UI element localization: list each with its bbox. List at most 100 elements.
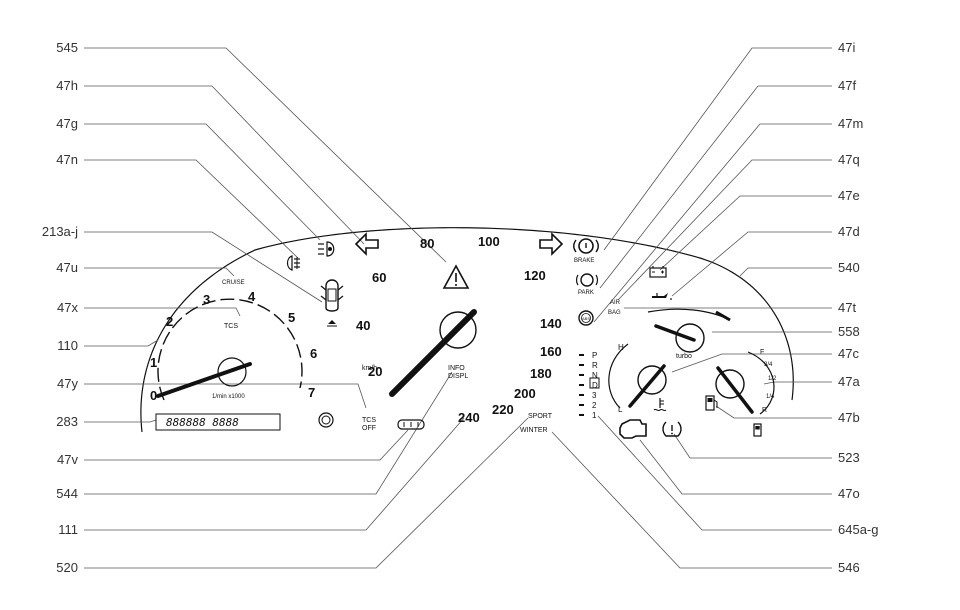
- oil-can-icon: [652, 293, 672, 300]
- callout-47d: 47d: [838, 224, 860, 239]
- callout-540: 540: [838, 260, 860, 275]
- fuel-34-label: 3/4: [764, 362, 773, 368]
- speedometer-tick-220: 220: [492, 402, 514, 417]
- speedometer-hub: [439, 311, 477, 349]
- speedometer-tick-80: 80: [420, 236, 434, 251]
- gear-letter-N: N: [592, 371, 598, 380]
- speedometer-tick-240: 240: [458, 410, 480, 425]
- trip-reset-knob: [318, 412, 334, 428]
- turbo-hub: [675, 323, 705, 353]
- brake-icon: [573, 238, 599, 254]
- speedometer-needle: [389, 309, 477, 397]
- cruise-label: CRUISE: [222, 280, 245, 286]
- callout-47o: 47o: [838, 486, 860, 501]
- callout-47v: 47v: [57, 452, 78, 467]
- temp-l-label: L: [618, 405, 623, 414]
- fuel-14-label: 1/4: [766, 394, 775, 400]
- callout-111: 111: [58, 522, 78, 537]
- callout-47g: 47g: [56, 116, 78, 131]
- speedometer-tick-40: 40: [356, 318, 370, 333]
- callout-523: 523: [838, 450, 860, 465]
- speedometer-tick-120: 120: [524, 268, 546, 283]
- callout-47q: 47q: [838, 152, 860, 167]
- gear-letter-1: 1: [592, 411, 597, 420]
- callout-47a: 47a: [838, 374, 860, 389]
- brake-label: BRAKE: [574, 258, 594, 264]
- callout-520: 520: [56, 560, 78, 575]
- check-engine-icon: [619, 419, 647, 439]
- gear-letter-P: P: [592, 351, 597, 360]
- odometer-digits: 888888 8888: [166, 416, 239, 429]
- rear-fog-icon: [286, 255, 300, 271]
- callout-546: 546: [838, 560, 860, 575]
- tachometer-tick-0: 0: [150, 388, 157, 403]
- fuel-gauge: F 3/4 1/2 1/4 R: [715, 349, 777, 415]
- callout-558: 558: [838, 324, 860, 339]
- sport-label: SPORT: [528, 413, 553, 420]
- gear-letter-R: R: [592, 361, 598, 370]
- trip-reset-knob-inner: [321, 415, 331, 425]
- speedometer-tick-200: 200: [514, 386, 536, 401]
- fuel-r-label: R: [762, 407, 767, 414]
- fuel-pump-icon-small: [753, 423, 762, 437]
- airbag-label-1: AIR: [610, 300, 621, 306]
- fuel-arc: [747, 351, 775, 415]
- callouts-right-group: 47i 47f 47m 47q 47e 47d 540 47t 558 47c …: [838, 40, 878, 575]
- cluster-outline: [140, 227, 794, 433]
- tachometer-arc: [157, 298, 303, 401]
- callout-47c: 47c: [838, 346, 859, 361]
- warning-triangle-icon: [442, 264, 470, 289]
- car-doors-icon: [320, 279, 344, 327]
- tachometer-tick-5: 5: [288, 310, 295, 325]
- park-label: PARK: [578, 290, 594, 296]
- tachometer-unit: 1/min x1000: [212, 394, 245, 400]
- gear-d-box: [589, 377, 600, 389]
- winter-label: WINTER: [520, 427, 548, 434]
- coolant-icon: [653, 398, 667, 412]
- tachometer-tick-3: 3: [203, 292, 210, 307]
- tachometer-needle: [156, 362, 252, 398]
- temp-hub: [637, 365, 667, 395]
- fuel-pump-icon: [705, 395, 718, 411]
- callout-47y: 47y: [57, 376, 78, 391]
- speedometer-tick-100: 100: [478, 234, 500, 249]
- callouts-left-group: 545 47h 47g 47n 213a-j 47u 47x 110 47y 2…: [42, 40, 79, 575]
- tire-pressure-icon: [662, 421, 682, 437]
- svg-text:ABS: ABS: [582, 316, 590, 321]
- turn-left-icon: [354, 232, 379, 256]
- callout-645a-g: 645a-g: [838, 522, 878, 537]
- abs-icon: ABS: [578, 310, 594, 326]
- front-fog-icon: [318, 241, 335, 257]
- callout-47t: 47t: [838, 300, 856, 315]
- airbag-label-2: BAG: [608, 310, 621, 316]
- tachometer-tick-4: 4: [248, 289, 256, 304]
- turbo-gauge: [647, 308, 731, 353]
- speedometer-tick-60: 60: [372, 270, 386, 285]
- tcs-off-label-2: OFF: [362, 425, 376, 432]
- speedometer-tick-140: 140: [540, 316, 562, 331]
- temp-needle: [628, 364, 666, 408]
- info-display-label-2: DISPL: [448, 373, 468, 380]
- tachometer-hub: [217, 357, 247, 387]
- odometer-frame: [155, 413, 281, 431]
- gear-letter-2: 2: [592, 401, 597, 410]
- turbo-needle: [654, 324, 696, 342]
- glow-icon: [397, 419, 425, 430]
- speedometer-unit: km/h: [362, 365, 377, 372]
- callout-47i: 47i: [838, 40, 855, 55]
- leader-lines-left: [84, 47, 529, 569]
- turn-right-icon: [539, 232, 564, 256]
- temperature-gauge: H L: [608, 343, 667, 414]
- fuel-needle: [716, 366, 754, 414]
- temp-h-label: H: [618, 343, 624, 352]
- leader-lines-right: [551, 47, 832, 569]
- tachometer-tick-6: 6: [310, 346, 317, 361]
- callout-47x: 47x: [57, 300, 78, 315]
- tachometer-tick-7: 7: [308, 385, 315, 400]
- callout-110: 110: [57, 338, 78, 353]
